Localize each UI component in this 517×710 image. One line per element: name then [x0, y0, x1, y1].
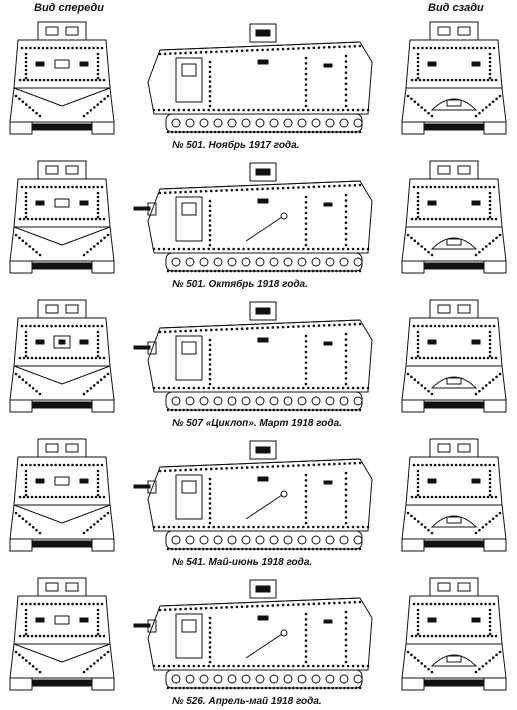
- variant-caption: № 526. Апрель-май 1918 года.: [172, 696, 322, 707]
- variant-row: № 501. Ноябрь 1917 года.: [0, 14, 517, 154]
- variant-row: № 501. Октябрь 1918 года.: [0, 153, 517, 293]
- front-view-drawing: [9, 574, 116, 692]
- side-view-drawing: [133, 300, 374, 414]
- side-view-drawing: [133, 439, 374, 553]
- variant-row: № 526. Апрель-май 1918 года.: [0, 570, 517, 710]
- rear-view-drawing: [401, 157, 508, 275]
- front-view-header: Вид спереди: [34, 2, 104, 14]
- front-view-drawing: [9, 296, 116, 414]
- variant-caption: № 501. Ноябрь 1917 года.: [172, 140, 300, 151]
- rear-view-drawing: [401, 435, 508, 553]
- variant-caption: № 501. Октябрь 1918 года.: [172, 279, 308, 290]
- rear-view-drawing: [401, 296, 508, 414]
- side-view-drawing: [133, 578, 374, 692]
- front-view-drawing: [9, 157, 116, 275]
- rear-view-drawing: [401, 18, 508, 136]
- side-view-drawing: [133, 161, 374, 275]
- variant-row: № 541. Май-июнь 1918 года.: [0, 431, 517, 571]
- front-view-drawing: [9, 435, 116, 553]
- rear-view-drawing: [401, 574, 508, 692]
- rear-view-header: Вид сзади: [428, 2, 484, 14]
- variant-row: № 507 «Циклоп». Март 1918 года.: [0, 292, 517, 432]
- variant-caption: № 507 «Циклоп». Март 1918 года.: [172, 418, 342, 429]
- variant-caption: № 541. Май-июнь 1918 года.: [172, 557, 313, 568]
- front-view-drawing: [9, 18, 116, 136]
- side-view-drawing: [146, 22, 374, 136]
